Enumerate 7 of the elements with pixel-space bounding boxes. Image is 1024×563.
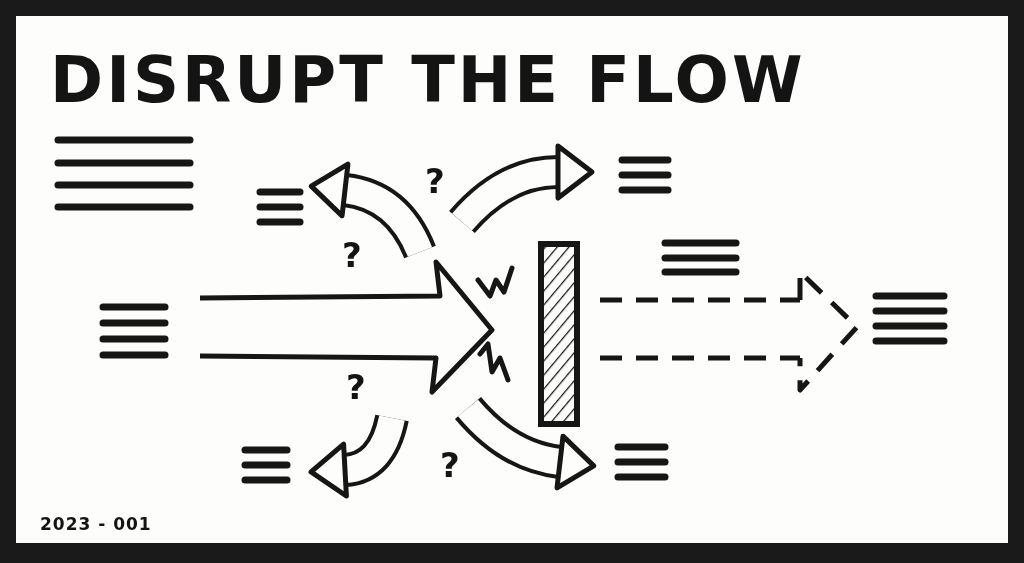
title: DISRUPT THE FLOW	[50, 48, 806, 112]
figure-number: 2023 - 001	[40, 514, 152, 534]
barrier-wall	[538, 241, 580, 427]
question-mark: ?	[440, 448, 460, 482]
question-mark: ?	[425, 164, 445, 198]
question-mark: ?	[342, 238, 362, 272]
question-mark: ?	[346, 370, 366, 404]
